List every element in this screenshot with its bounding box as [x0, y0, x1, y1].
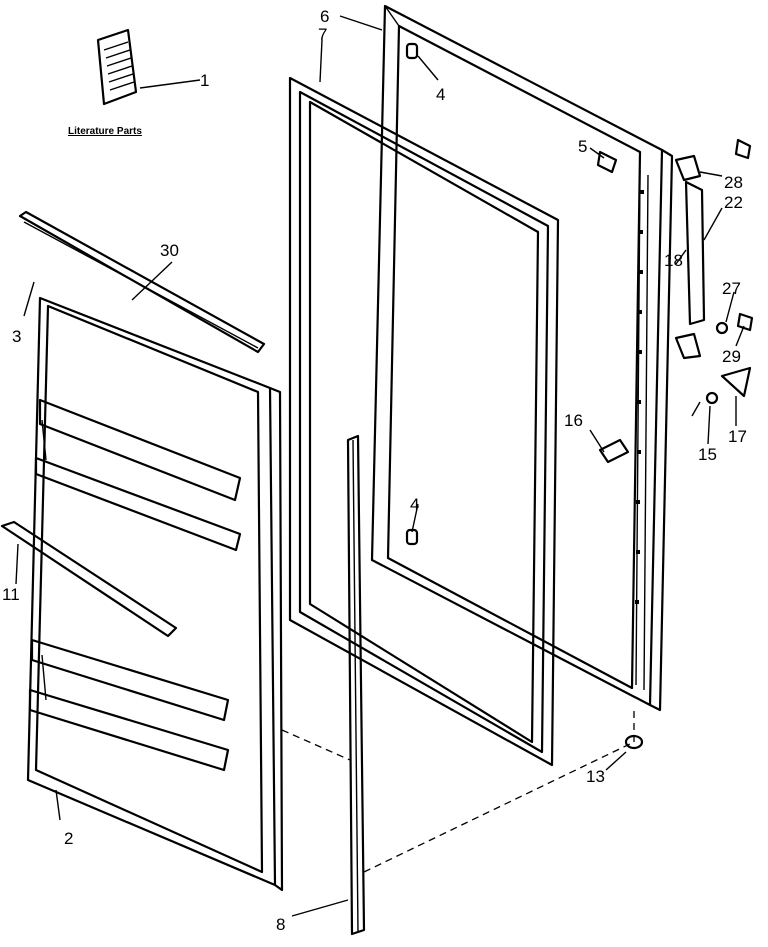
- callout-8: 8: [276, 915, 285, 934]
- callout-17: 17: [728, 427, 747, 446]
- door-gasket: [288, 76, 560, 767]
- callout-16: 16: [564, 411, 583, 430]
- callout-30: 30: [160, 241, 179, 260]
- literature-booklet: [96, 28, 201, 106]
- callout-4-bottom: 4: [410, 495, 419, 514]
- outer-door-panel: [370, 4, 674, 712]
- callout-2: 2: [64, 829, 73, 848]
- callout-3: 3: [12, 327, 21, 346]
- door-handle-assembly: [674, 138, 754, 360]
- literature-parts-caption: Literature Parts: [68, 126, 142, 137]
- inner-door-liner: [26, 296, 284, 892]
- door-divider-strip: [346, 434, 366, 936]
- callout-7: 7: [318, 25, 327, 44]
- callout-28: 28: [724, 173, 743, 192]
- callout-4-top: 4: [436, 85, 445, 104]
- assembly-guide-lines: [281, 710, 635, 873]
- callout-29: 29: [722, 347, 741, 366]
- callout-11: 11: [2, 585, 20, 604]
- shelf-retainer-bar: [0, 520, 178, 638]
- callout-leader-lines: [15, 15, 745, 917]
- callout-15: 15: [698, 445, 717, 464]
- callout-6: 6: [320, 7, 329, 26]
- hinge-parts: [598, 366, 752, 464]
- callout-13: 13: [586, 767, 605, 786]
- callout-18: 18: [664, 251, 683, 270]
- callout-22: 22: [724, 193, 743, 212]
- callout-labels: 1 2 3 4 4 5 6 7 8 11 13 15 16 17 18 22 2…: [2, 7, 747, 934]
- callout-27: 27: [722, 279, 741, 298]
- top-door-trim: [18, 210, 266, 354]
- callout-1: 1: [200, 71, 209, 90]
- callout-5: 5: [578, 137, 587, 156]
